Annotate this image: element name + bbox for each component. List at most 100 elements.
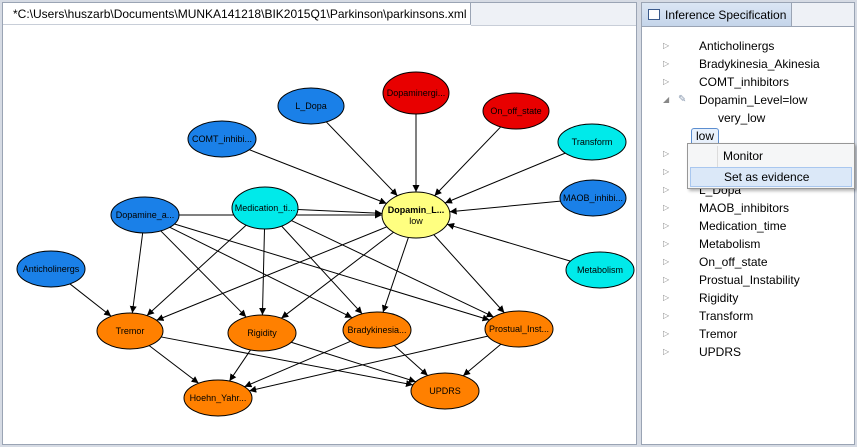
tree-item[interactable]: ▷ On_off_state bbox=[642, 253, 854, 271]
node-ellipse[interactable] bbox=[342, 311, 412, 349]
tree-item[interactable]: ▷UPDRS bbox=[642, 343, 854, 361]
collapsed-arrow-icon[interactable]: ▷ bbox=[663, 293, 670, 302]
node-maob[interactable]: MAOB_inhibi... bbox=[559, 179, 627, 217]
edge-tremor-hoehn bbox=[148, 345, 199, 384]
tree-item[interactable]: ▷ Metabolism bbox=[642, 235, 854, 253]
tree-item-label: Tremor bbox=[699, 327, 738, 341]
node-hoehn[interactable]: Hoehn_Yahr... bbox=[183, 379, 253, 417]
edge-rigidity-updrs bbox=[291, 341, 416, 383]
tree-item-label: Metabolism bbox=[699, 237, 761, 251]
edge-prostual-hoehn bbox=[249, 335, 488, 393]
node-medtime[interactable]: Medication_ti... bbox=[231, 186, 299, 230]
node-label: Tremor bbox=[116, 326, 145, 336]
collapsed-arrow-icon[interactable]: ▷ bbox=[663, 167, 670, 176]
node-comt[interactable]: COMT_inhibi... bbox=[187, 120, 257, 158]
node-ellipse[interactable] bbox=[382, 71, 450, 115]
tree-item[interactable]: ◢ ✎ Dopamin_Level=low bbox=[642, 91, 854, 109]
collapsed-arrow-icon[interactable]: ▷ bbox=[663, 77, 670, 86]
node-ellipse[interactable] bbox=[482, 92, 550, 130]
node-dopamin_level[interactable]: Dopamin_L...low bbox=[381, 191, 451, 239]
node-ellipse[interactable] bbox=[16, 250, 86, 288]
edge-dopamin_level-tremor bbox=[156, 226, 388, 321]
collapsed-arrow-icon[interactable]: ▷ bbox=[663, 185, 670, 194]
tree-item[interactable]: ▷Anticholinergs bbox=[642, 37, 854, 55]
node-ellipse[interactable] bbox=[110, 196, 180, 234]
menu-item-monitor[interactable]: Monitor bbox=[723, 149, 764, 163]
collapsed-arrow-icon[interactable]: ▷ bbox=[663, 41, 670, 50]
node-label: Prostual_Inst... bbox=[489, 324, 549, 334]
node-prostual[interactable]: Prostual_Inst... bbox=[484, 310, 554, 348]
node-tremor[interactable]: Tremor bbox=[96, 312, 164, 350]
node-ellipse[interactable] bbox=[484, 310, 554, 348]
node-ldopa[interactable]: L_Dopa bbox=[277, 87, 345, 125]
edge-dopamine_a-rigidity bbox=[160, 230, 247, 318]
node-label: Rigidity bbox=[247, 328, 277, 338]
tree-item-label: On_off_state bbox=[699, 255, 768, 269]
node-dopaminergic[interactable]: Dopaminergi... bbox=[382, 71, 450, 115]
node-onoff[interactable]: On_off_state bbox=[482, 92, 550, 130]
node-ellipse[interactable] bbox=[96, 312, 164, 350]
collapsed-arrow-icon[interactable]: ▷ bbox=[663, 149, 670, 158]
tree-item-label: Dopamin_Level=low bbox=[699, 93, 808, 107]
node-ellipse[interactable] bbox=[187, 120, 257, 158]
node-transform[interactable]: Transform bbox=[557, 123, 627, 161]
node-anticholinergs[interactable]: Anticholinergs bbox=[16, 250, 86, 288]
node-ellipse[interactable] bbox=[381, 191, 451, 239]
tree-item-label: Medication_time bbox=[699, 219, 787, 233]
node-ellipse[interactable] bbox=[565, 251, 635, 289]
pencil-icon: ✎ bbox=[678, 94, 687, 105]
tree-child-item[interactable]: very_low bbox=[642, 109, 854, 127]
tree-item[interactable]: ▷MAOB_inhibitors bbox=[642, 199, 854, 217]
node-ellipse[interactable] bbox=[183, 379, 253, 417]
node-ellipse[interactable] bbox=[227, 314, 297, 352]
node-ellipse[interactable] bbox=[410, 372, 480, 410]
edge-medtime-prostual bbox=[291, 220, 494, 318]
tree-item[interactable]: ▷Prostual_Instability bbox=[642, 271, 854, 289]
network-graph[interactable]: Dopaminergi... L_Dopa On_off_stateCOMT_inh… bbox=[3, 25, 636, 444]
edge-bradykinesia-hoehn bbox=[244, 340, 351, 388]
editor-tab-strip bbox=[471, 3, 636, 26]
collapsed-arrow-icon[interactable]: ▷ bbox=[663, 311, 670, 320]
edge-dopamine_a-bradykinesia bbox=[169, 226, 353, 319]
node-label: Dopamin_L... bbox=[388, 205, 445, 215]
node-label: MAOB_inhibi... bbox=[563, 193, 623, 203]
node-ellipse[interactable] bbox=[559, 179, 627, 217]
node-dopamine_a[interactable]: Dopamine_a... bbox=[110, 196, 180, 234]
edge-comt-dopamin_level bbox=[249, 149, 387, 205]
node-label: Medication_ti... bbox=[235, 203, 296, 213]
node-rigidity[interactable]: Rigidity bbox=[227, 314, 297, 352]
tree-item[interactable]: ▷Rigidity bbox=[642, 289, 854, 307]
view-window-icon bbox=[648, 9, 660, 20]
edge-metabolism-dopamin_level bbox=[446, 222, 571, 262]
editor-tab[interactable]: *C:\Users\huszarb\Documents\MUNKA141218\… bbox=[3, 3, 484, 25]
collapsed-arrow-icon[interactable]: ▷ bbox=[663, 329, 670, 338]
inference-tab[interactable]: Inference Specification bbox=[642, 3, 792, 27]
tree-item[interactable]: ▷Bradykinesia_Akinesia bbox=[642, 55, 854, 73]
node-bradykinesia[interactable]: Bradykinesia... bbox=[342, 311, 412, 349]
collapsed-arrow-icon[interactable]: ▷ bbox=[663, 257, 670, 266]
tree-item[interactable]: ▷ Tremor bbox=[642, 325, 854, 343]
tree-item[interactable]: ▷ Medication_time bbox=[642, 217, 854, 235]
node-ellipse[interactable] bbox=[277, 87, 345, 125]
collapsed-arrow-icon[interactable]: ▷ bbox=[663, 59, 670, 68]
tree-child-item[interactable]: low bbox=[642, 127, 854, 146]
edge-tremor-updrs bbox=[161, 336, 414, 388]
expanded-arrow-icon[interactable]: ◢ bbox=[663, 95, 670, 104]
tree-item[interactable]: ▷COMT_inhibitors bbox=[642, 73, 854, 91]
tree-child-label: very_low bbox=[718, 111, 766, 125]
node-ellipse[interactable] bbox=[231, 186, 299, 230]
collapsed-arrow-icon[interactable]: ▷ bbox=[663, 203, 670, 212]
node-updrs[interactable]: UPDRS bbox=[410, 372, 480, 410]
tree-item[interactable]: ▷Transform bbox=[642, 307, 854, 325]
variable-tree: ▷Anticholinergs▷Bradykinesia_Akinesia▷CO… bbox=[642, 37, 854, 361]
menu-item-set-as-evidence[interactable]: Set as evidence bbox=[690, 167, 852, 187]
edge-bradykinesia-updrs bbox=[393, 345, 429, 376]
collapsed-arrow-icon[interactable]: ▷ bbox=[663, 221, 670, 230]
collapsed-arrow-icon[interactable]: ▷ bbox=[663, 347, 670, 356]
collapsed-arrow-icon[interactable]: ▷ bbox=[663, 239, 670, 248]
edge-onoff-dopamin_level bbox=[434, 126, 502, 197]
inference-tab-title: Inference Specification bbox=[665, 7, 787, 22]
node-metabolism[interactable]: Metabolism bbox=[565, 251, 635, 289]
node-ellipse[interactable] bbox=[557, 123, 627, 161]
collapsed-arrow-icon[interactable]: ▷ bbox=[663, 275, 670, 284]
